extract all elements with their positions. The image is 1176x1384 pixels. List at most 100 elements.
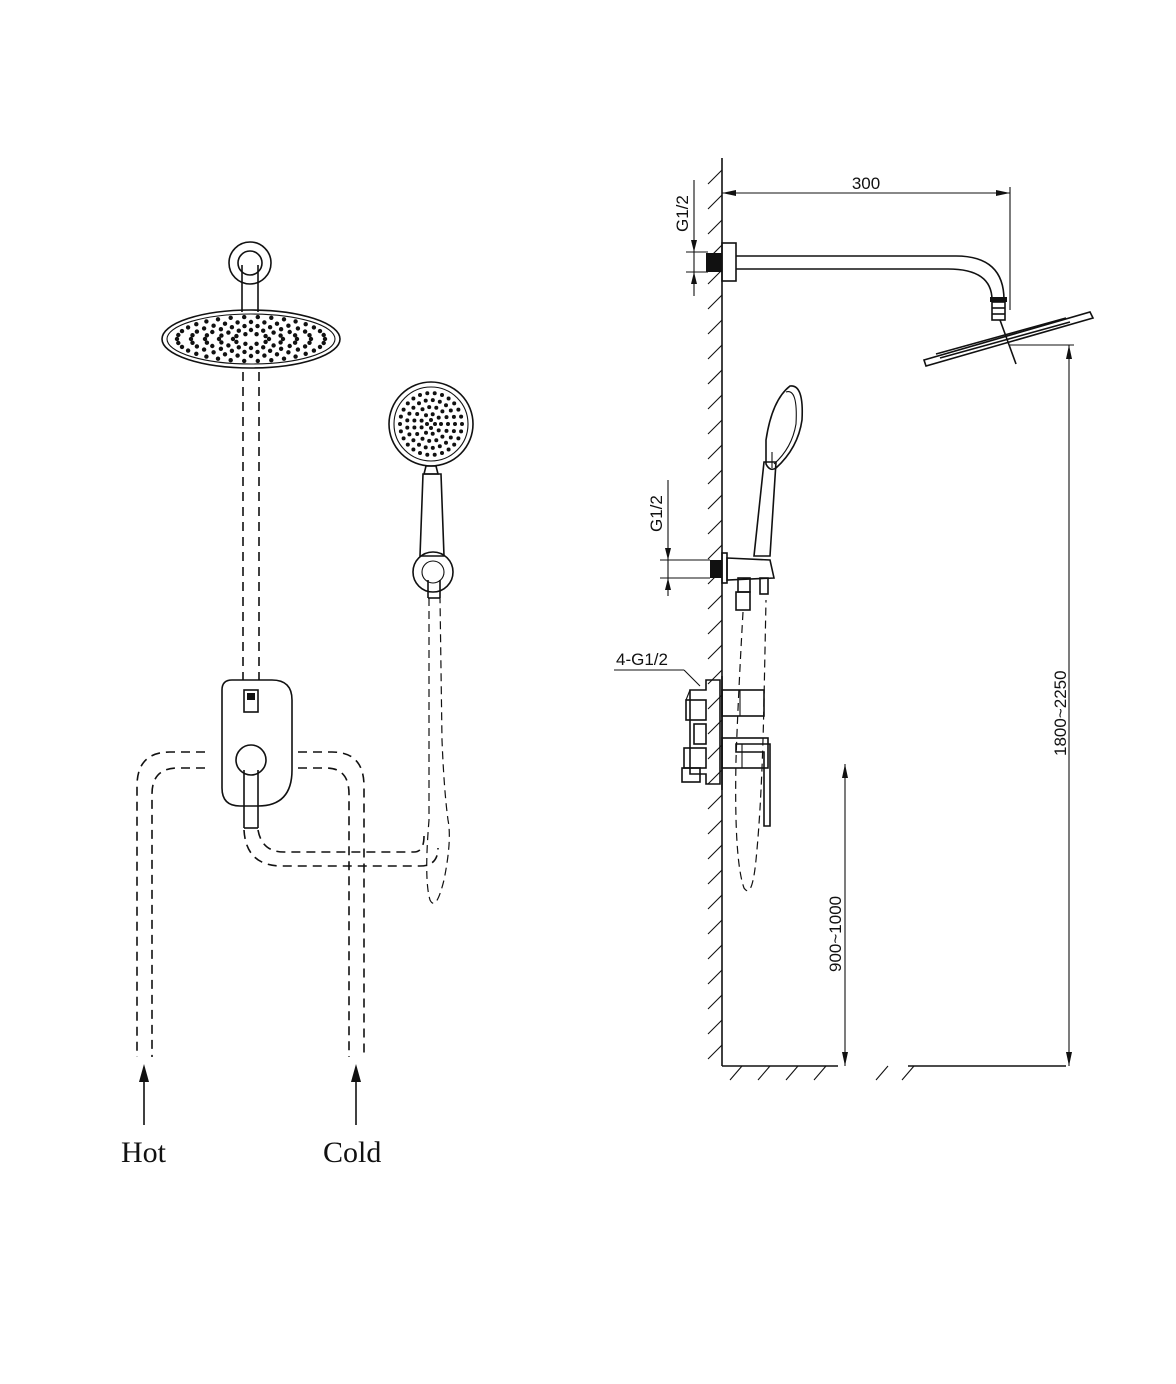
hot-label: Hot — [121, 1136, 167, 1169]
wall-hatch-line — [707, 344, 723, 360]
nozzle-dot — [222, 321, 228, 326]
nozzle-dot — [322, 336, 328, 342]
nozzle-dot — [219, 333, 224, 338]
nozzle-dot — [255, 349, 260, 355]
nozzle-dot — [248, 327, 254, 333]
valve-thread-label: 4-G1/2 — [616, 650, 668, 669]
nozzle-dot — [190, 340, 195, 345]
nozzle-dot — [444, 403, 448, 408]
nozzle-dot — [405, 425, 410, 430]
nozzle-dot — [176, 332, 181, 338]
side-rain-head — [922, 311, 1095, 367]
nozzle-dot — [278, 333, 283, 338]
wall-hatch-line — [707, 219, 723, 235]
nozzle-dot — [446, 447, 451, 452]
nozzle-dot — [459, 414, 464, 419]
nozzle-dot — [261, 328, 266, 333]
nozzle-dot — [430, 412, 435, 417]
nozzle-dot — [211, 350, 216, 355]
nozzle-dot — [418, 451, 422, 455]
wall-hatch-line — [707, 669, 723, 685]
nozzle-dot — [292, 333, 298, 338]
nozzle-dot — [459, 429, 464, 434]
nozzle-dot — [398, 429, 403, 434]
nozzle-dot — [262, 353, 267, 358]
nozzle-dot — [262, 320, 267, 325]
dim-arm-thread-label: G1/2 — [673, 195, 692, 232]
nozzle-dot — [440, 409, 445, 414]
shower-hose — [426, 597, 450, 904]
nozzle-dot — [321, 332, 326, 338]
hot-pipe — [136, 751, 205, 1057]
floor-hatch-line — [757, 1065, 771, 1081]
nozzle-dot — [281, 356, 287, 361]
wall-hatch-line — [707, 594, 723, 610]
nozzle-dot — [423, 398, 428, 403]
nozzle-dot — [444, 428, 449, 433]
nozzle-dot — [210, 329, 215, 335]
nozzle-dot — [243, 341, 248, 346]
wall-hatch-line — [707, 369, 723, 385]
dim-hand-thread-label: G1/2 — [647, 495, 666, 532]
wall-hatch-line — [707, 444, 723, 460]
dim-arm-length: 300 — [722, 174, 1011, 310]
nozzle-dot — [307, 340, 312, 345]
nozzle-dot — [219, 340, 224, 345]
nozzle-dot — [215, 317, 221, 322]
nozzle-dot — [242, 314, 247, 320]
nozzle-dot — [446, 422, 450, 426]
nozzle-dot — [411, 405, 416, 410]
nozzle-dot — [425, 391, 430, 396]
nozzle-dot — [308, 336, 314, 342]
dim-valve-height-label: 900~1000 — [826, 896, 845, 972]
nozzle-dot — [235, 353, 240, 358]
nozzle-dot — [432, 391, 437, 396]
wall-hatch-line — [707, 944, 723, 960]
nozzle-dot — [415, 412, 420, 416]
nozzle-dot — [188, 336, 194, 342]
nozzle-dot — [427, 405, 432, 410]
cold-label: Cold — [323, 1136, 381, 1169]
wall-hatch-line — [707, 644, 723, 660]
nozzle-dot — [271, 343, 276, 348]
nozzle-dot — [278, 340, 283, 345]
wall-hatch-line — [707, 319, 723, 335]
nozzle-dot — [411, 447, 416, 452]
floor-hatch-line — [901, 1065, 915, 1081]
nozzle-dot — [432, 452, 437, 457]
nozzle-dot — [254, 332, 259, 337]
nozzle-dot — [439, 422, 443, 426]
nozzle-dot — [280, 336, 286, 342]
nozzle-dot — [430, 445, 435, 450]
nozzle-dot — [228, 315, 233, 320]
nozzle-dot — [451, 414, 456, 419]
rain-shower-head — [161, 309, 341, 369]
nozzle-dot — [420, 407, 425, 412]
nozzle-dot — [234, 333, 239, 339]
nozzle-dot — [317, 328, 323, 334]
nozzle-dot — [287, 343, 292, 349]
dim-arm-length-label: 300 — [852, 174, 880, 193]
nozzle-dot — [271, 330, 276, 335]
wall-hatch-line — [707, 269, 723, 285]
nozzle-dot — [398, 414, 403, 419]
wall-hatch-line — [707, 169, 723, 185]
nozzle-dot — [424, 430, 428, 435]
nozzle-dot — [287, 329, 292, 335]
hand-shower-holder — [412, 551, 454, 599]
nozzle-dot — [267, 325, 273, 330]
nozzle-dot — [292, 340, 298, 345]
nozzle-dot — [430, 398, 435, 403]
nozzle-dot — [278, 346, 284, 351]
dim-valve-height: 900~1000 — [826, 764, 848, 1066]
nozzle-dot — [415, 432, 420, 436]
nozzle-dot — [236, 345, 241, 350]
nozzle-dot — [269, 315, 274, 320]
nozzle-dot — [194, 351, 199, 356]
nozzle-dot — [211, 323, 216, 328]
nozzle-dot — [255, 314, 260, 320]
wall-hatch-line — [707, 519, 723, 535]
nozzle-dot — [448, 408, 453, 413]
wall-hatch-line — [707, 494, 723, 510]
